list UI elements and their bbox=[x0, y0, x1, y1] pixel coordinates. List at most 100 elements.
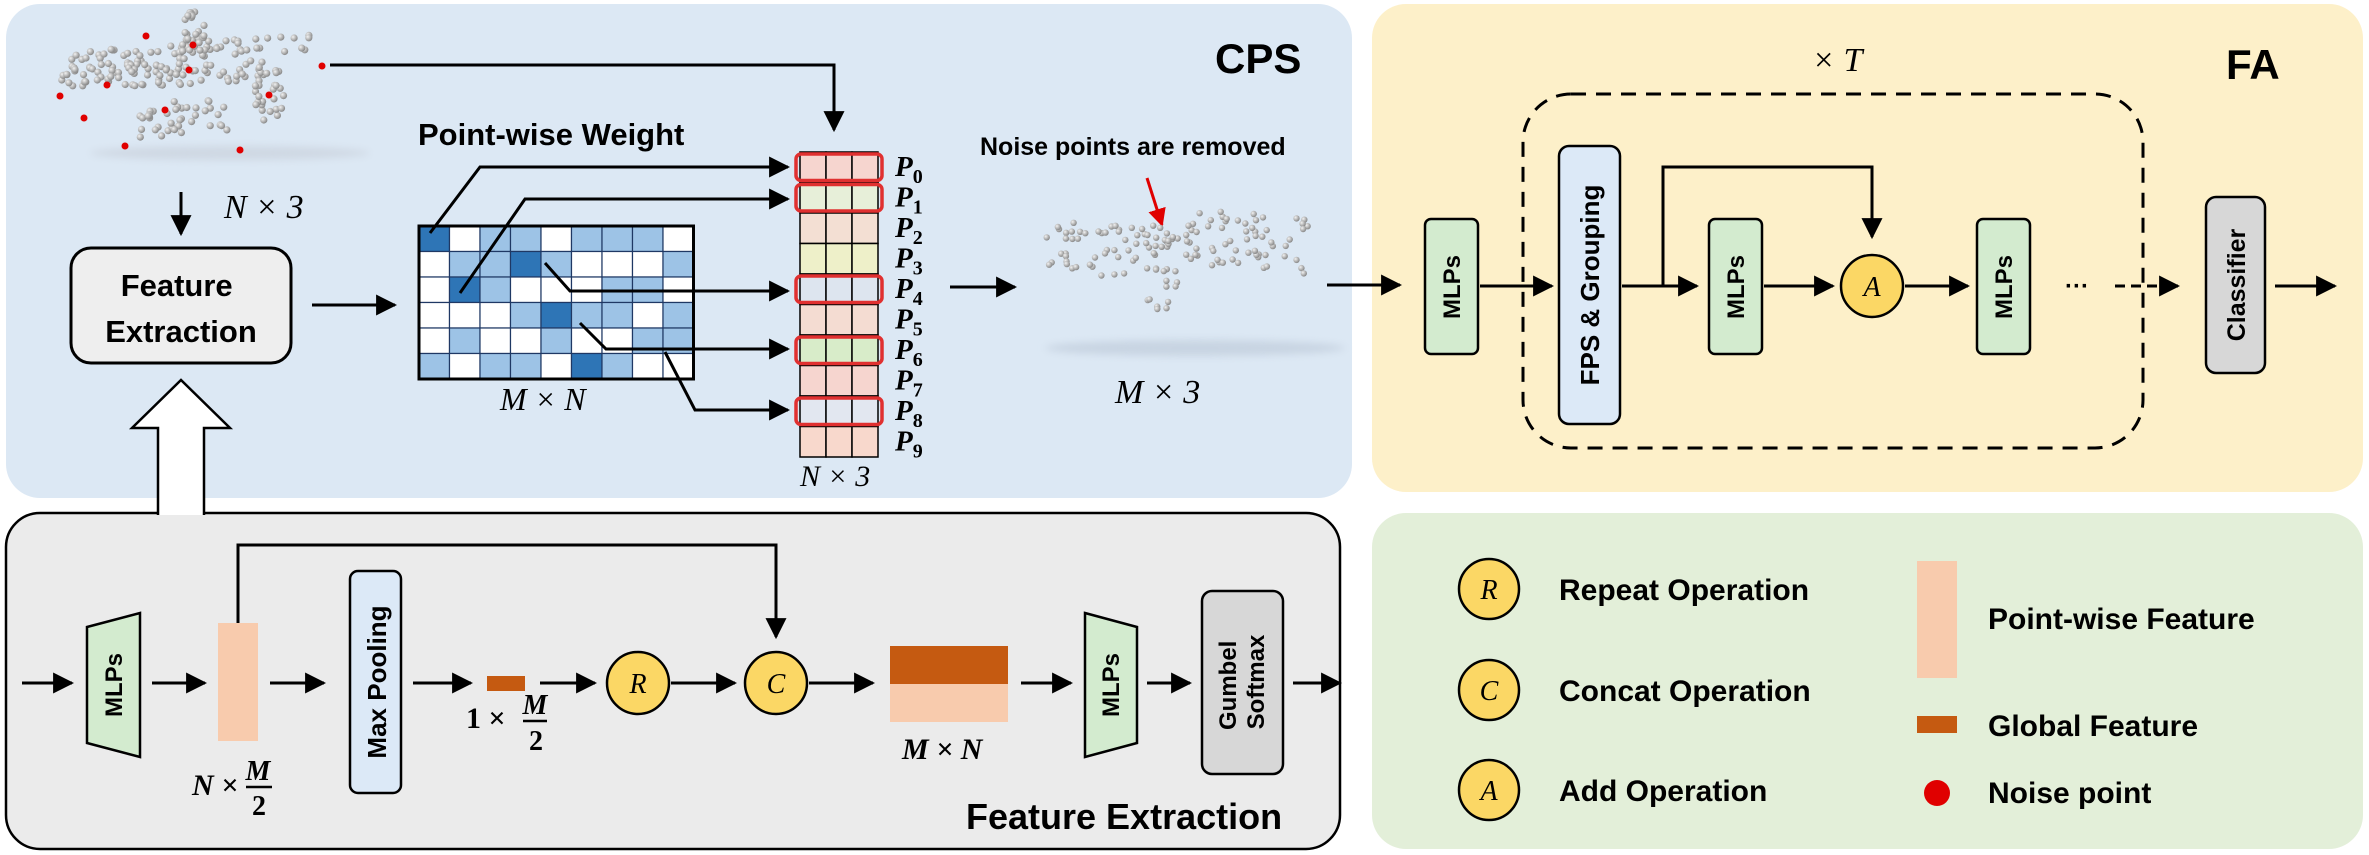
cloud-point bbox=[252, 101, 260, 109]
fa-inner-mlps-box bbox=[1707, 217, 1764, 356]
cloud-point bbox=[255, 63, 263, 72]
repeat-t-label: × T bbox=[1812, 42, 1864, 79]
pointwise-feature-bar bbox=[218, 623, 258, 741]
cloud-point bbox=[1293, 215, 1300, 222]
cloud-point bbox=[207, 61, 215, 69]
fa-second-mlps-box bbox=[1975, 217, 2032, 356]
cloud-point bbox=[1043, 234, 1050, 241]
column-cell bbox=[851, 303, 879, 336]
repeat-block-dashed bbox=[1521, 92, 2145, 450]
point-label-p9: P9 bbox=[894, 426, 923, 463]
cloud-point bbox=[1058, 250, 1065, 257]
point-label-p2: P2 bbox=[894, 212, 923, 249]
cloud-point bbox=[252, 35, 260, 43]
cloud-point bbox=[136, 133, 144, 141]
cloud-point bbox=[1192, 251, 1199, 258]
cloud-point bbox=[231, 50, 239, 58]
matrix-cell bbox=[448, 327, 481, 355]
feature-extraction-box bbox=[69, 246, 293, 365]
selected-point-highlight bbox=[794, 396, 884, 427]
weight-title: Point-wise Weight bbox=[418, 117, 684, 152]
cloud-point bbox=[1193, 228, 1200, 236]
cloud-point bbox=[86, 48, 94, 56]
hollow-up-arrow bbox=[128, 378, 234, 515]
cloud-point bbox=[1172, 283, 1179, 290]
cloud-point bbox=[290, 34, 298, 42]
point-label-p7: P7 bbox=[894, 365, 923, 402]
cloud-point bbox=[1122, 236, 1129, 244]
cloud-point bbox=[273, 111, 281, 119]
cloud-point bbox=[206, 122, 214, 130]
matrix-cell bbox=[479, 301, 512, 329]
cloud-point bbox=[213, 44, 221, 53]
cloud-point bbox=[1072, 263, 1080, 271]
fa-title: FA bbox=[2226, 41, 2280, 88]
legend-noise-dot bbox=[1924, 780, 1950, 806]
cloud-point bbox=[1086, 261, 1094, 268]
skip-arrow bbox=[1661, 165, 1883, 286]
cloud-point bbox=[1300, 270, 1308, 277]
cloud-point bbox=[214, 111, 222, 119]
column-cell bbox=[799, 212, 827, 245]
matrix-cell bbox=[601, 225, 634, 253]
fe-dim2-den: 2 bbox=[529, 726, 543, 757]
cloud-point bbox=[192, 30, 200, 38]
cloud-point bbox=[176, 80, 184, 88]
column-cell bbox=[825, 395, 853, 428]
cloud-point bbox=[1063, 260, 1071, 268]
selected-point-highlight bbox=[794, 182, 884, 213]
cloud-point bbox=[1251, 247, 1259, 254]
column-cell bbox=[851, 242, 879, 275]
cloud-point bbox=[1227, 237, 1234, 245]
cloud-point bbox=[1111, 246, 1118, 254]
legend-pointwise-label: Point-wise Feature bbox=[1988, 603, 2255, 636]
cloud-point bbox=[177, 129, 185, 137]
cloud-point bbox=[196, 46, 204, 54]
matrix-cell bbox=[540, 225, 573, 253]
matrix-cell bbox=[570, 352, 603, 380]
cloud-point bbox=[1250, 210, 1257, 218]
cloud-point bbox=[170, 98, 178, 106]
cloud-point bbox=[81, 77, 89, 86]
fa-add-operation bbox=[1839, 253, 1905, 319]
cloud-point bbox=[114, 68, 123, 77]
point-label-p8: P8 bbox=[894, 395, 923, 432]
matrix-cell bbox=[418, 327, 451, 355]
cloud-point bbox=[1174, 235, 1181, 242]
cloud-point bbox=[1070, 219, 1077, 226]
matrix-cell bbox=[448, 301, 481, 329]
matrix-cell bbox=[448, 276, 481, 304]
column-dimension: N × 3 bbox=[799, 460, 870, 493]
cloud-point bbox=[255, 92, 263, 100]
cloud-point bbox=[1082, 230, 1089, 237]
column-cell bbox=[825, 273, 853, 306]
cloud-point bbox=[1249, 224, 1256, 232]
cloud-point bbox=[1207, 216, 1215, 224]
selection-arrows bbox=[428, 156, 791, 421]
cloud-point bbox=[151, 126, 159, 134]
legend-repeat-icon bbox=[1457, 557, 1521, 621]
fe-repeat-operation bbox=[605, 650, 671, 716]
cloud-point bbox=[172, 105, 180, 113]
cloud-point bbox=[1163, 230, 1171, 237]
matrix-cell bbox=[509, 301, 542, 329]
cloud-point bbox=[220, 103, 228, 111]
cloud-point bbox=[1062, 252, 1070, 260]
cloud-point bbox=[100, 50, 108, 58]
column-cell bbox=[799, 242, 827, 275]
noise-points bbox=[56, 32, 326, 154]
cloud-point bbox=[1243, 236, 1251, 243]
cloud-point bbox=[147, 48, 155, 56]
cloud-point bbox=[1263, 263, 1271, 270]
fe-mlps-trapezoid bbox=[85, 611, 142, 759]
cloud-point bbox=[1152, 242, 1159, 250]
matrix-border bbox=[417, 224, 695, 381]
cloud-point bbox=[1183, 251, 1190, 258]
legend-repeat-symbol: R bbox=[1479, 575, 1497, 606]
matrix-cell bbox=[418, 276, 451, 304]
cloud-point bbox=[63, 70, 71, 78]
cloud-point bbox=[279, 92, 288, 100]
cloud-point bbox=[205, 97, 213, 105]
matrix-cell bbox=[448, 225, 481, 253]
cloud-point bbox=[72, 51, 80, 59]
